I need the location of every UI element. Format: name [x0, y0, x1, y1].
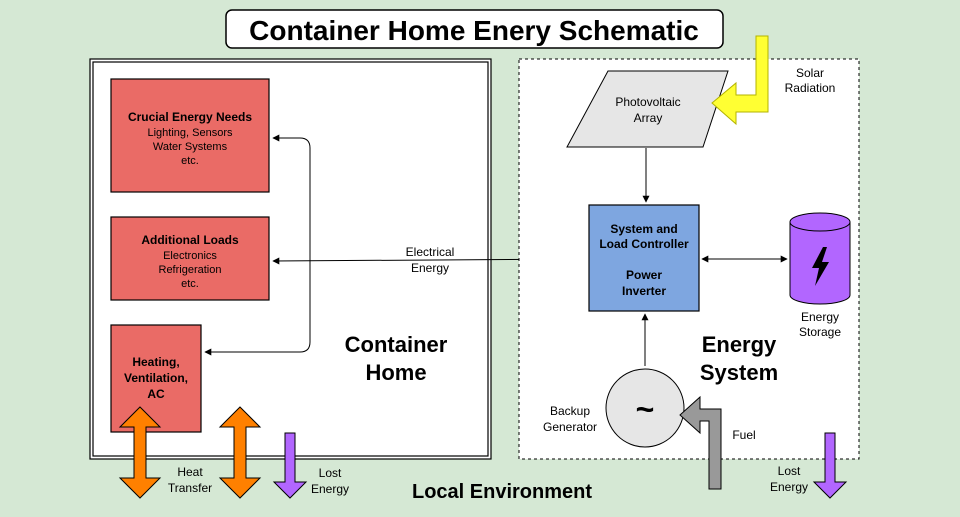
- hvac-line1: Heating,: [132, 355, 179, 369]
- container-home-label-line1: Container: [345, 332, 448, 357]
- hvac-box: [110, 324, 202, 433]
- additional-loads-line1: Electronics: [163, 250, 217, 262]
- hvac-line2: Ventilation,: [124, 371, 188, 385]
- solar-radiation-line1: Solar: [796, 66, 824, 80]
- heat-transfer-line1: Heat: [177, 465, 203, 479]
- heat-transfer-line2: Transfer: [168, 481, 212, 495]
- lost-energy-right-line2: Energy: [770, 480, 808, 494]
- crucial-energy-line3: etc.: [181, 155, 199, 167]
- backup-generator-line1: Backup: [550, 404, 590, 418]
- local-environment-label: Local Environment: [412, 481, 592, 503]
- additional-loads-line3: etc.: [181, 278, 199, 290]
- energy-system-label-line1: Energy: [702, 332, 777, 357]
- backup-generator-circle: [605, 368, 685, 448]
- electrical-energy-line2: Energy: [411, 261, 449, 275]
- controller-line4: Inverter: [622, 284, 666, 298]
- photovoltaic-array-shape: [566, 70, 729, 148]
- pv-line1: Photovoltaic: [615, 95, 680, 109]
- solar-radiation-line2: Radiation: [785, 81, 836, 95]
- fuel-label: Fuel: [732, 428, 755, 442]
- fuel-arrow: [679, 395, 722, 490]
- controller-line2: Load Controller: [599, 237, 689, 251]
- energy-storage-line1: Energy: [801, 310, 839, 324]
- additional-loads-line2: Refrigeration: [159, 264, 222, 276]
- solar-radiation-arrow: [711, 35, 769, 126]
- backup-generator-line2: Generator: [543, 420, 597, 434]
- controller-box: [588, 204, 700, 312]
- electrical-energy-line1: Electrical: [406, 245, 455, 259]
- controller-line1: System and: [610, 222, 677, 236]
- additional-loads-title: Additional Loads: [141, 233, 239, 247]
- lost-energy-left-line1: Lost: [319, 466, 342, 480]
- controller-line3: Power: [626, 268, 662, 282]
- lightning-icon: [812, 247, 829, 286]
- heat-transfer-arrow-left: [118, 406, 162, 499]
- container-home-label-line2: Home: [365, 360, 426, 385]
- title-box: [225, 9, 724, 49]
- crucial-energy-title: Crucial Energy Needs: [128, 110, 252, 124]
- distribution-bus-line: [204, 134, 311, 356]
- crucial-energy-line2: Water Systems: [153, 141, 228, 153]
- pv-line2: Array: [634, 111, 663, 125]
- page-title: Container Home Enery Schematic: [249, 15, 699, 46]
- crucial-energy-line1: Lighting, Sensors: [148, 127, 233, 139]
- energy-system-label-line2: System: [700, 360, 778, 385]
- heat-transfer-arrow-right: [218, 406, 262, 499]
- hvac-line3: AC: [147, 387, 165, 401]
- lost-energy-arrow-right: [812, 432, 848, 499]
- lost-energy-right-line1: Lost: [778, 464, 801, 478]
- lost-energy-left-line2: Energy: [311, 482, 349, 496]
- lost-energy-arrow-left: [272, 432, 308, 499]
- generator-symbol: ~: [636, 391, 655, 427]
- energy-storage-line2: Storage: [799, 325, 841, 339]
